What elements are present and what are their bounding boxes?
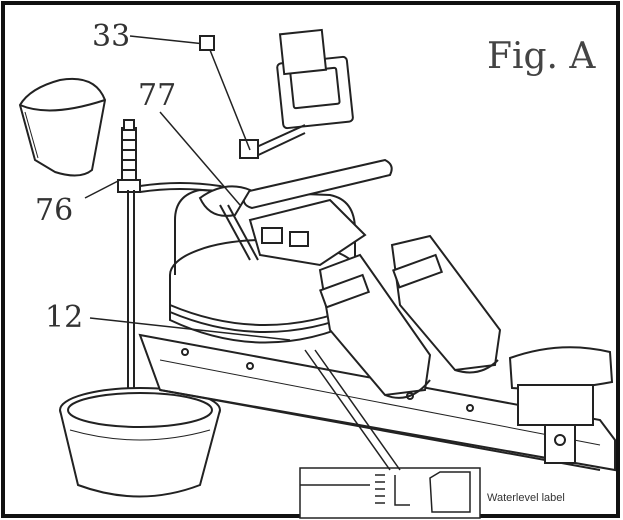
water-level-inset: [299, 467, 481, 519]
callout-33: 33: [92, 19, 130, 54]
seat: [508, 346, 614, 464]
center-housing: [248, 198, 367, 267]
water-plug-cap: [199, 35, 215, 51]
callout-12: 12: [45, 300, 83, 335]
water-bucket: [59, 387, 221, 498]
monitor-console: [239, 28, 354, 159]
callout-76: 76: [35, 193, 73, 228]
figure-label: Fig. A: [487, 36, 596, 77]
measuring-cup: [18, 78, 107, 177]
leader-lines: [84, 35, 401, 471]
handlebar: [198, 158, 393, 261]
footrests: [318, 234, 502, 399]
water-level-label: Waterlevel label: [487, 492, 565, 504]
callout-77: 77: [138, 78, 176, 113]
